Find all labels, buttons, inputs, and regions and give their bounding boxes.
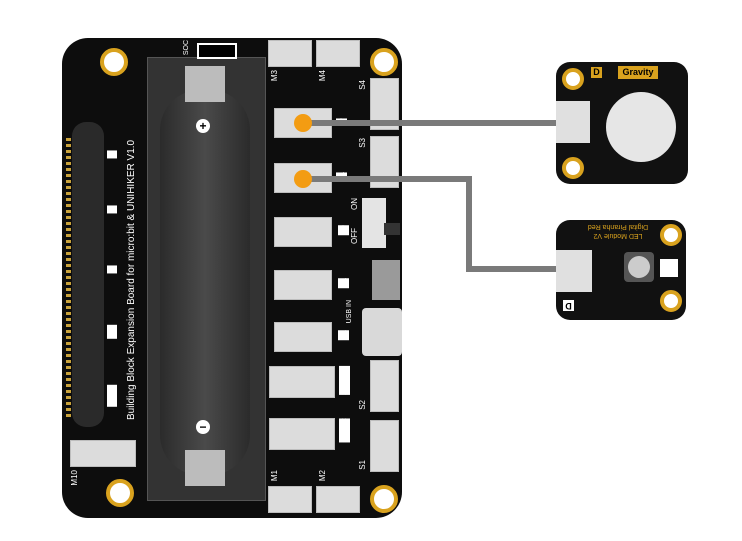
mounting-hole xyxy=(106,479,134,507)
led-title-line2: LED Module V2 xyxy=(593,232,643,239)
piranha-led xyxy=(628,256,650,278)
port-m4[interactable] xyxy=(316,40,360,67)
switch-off-label: OFF xyxy=(350,228,359,244)
battery-plus-icon: + xyxy=(196,119,210,133)
mounting-hole xyxy=(100,48,128,76)
port-s1-label: S1 xyxy=(358,460,367,470)
port-s1[interactable] xyxy=(370,420,399,472)
port-m2-label: M2 xyxy=(318,470,327,482)
button-connector[interactable] xyxy=(556,101,590,143)
edge-label-2: 2 xyxy=(107,265,117,274)
wire-port0-to-button xyxy=(305,120,560,126)
port-s2-label: S2 xyxy=(358,400,367,410)
port-m3[interactable] xyxy=(268,40,312,67)
port-m10[interactable] xyxy=(70,440,136,467)
button-brand-d: D xyxy=(591,67,602,78)
usb-c-port[interactable] xyxy=(362,308,402,356)
mounting-hole xyxy=(660,290,682,312)
wire-port1-segment-3 xyxy=(466,266,560,272)
edge-label-3v: 3V xyxy=(107,325,117,339)
micro-usb-port[interactable] xyxy=(372,260,400,300)
edge-label-0: 0 xyxy=(107,150,117,159)
mounting-hole xyxy=(660,224,682,246)
wire-port1-segment-1 xyxy=(305,176,471,182)
port-m2[interactable] xyxy=(316,486,360,513)
port-c1[interactable] xyxy=(274,270,332,300)
led-module-title: LED Module V2 Digital Piranha Red xyxy=(578,222,658,240)
edge-connector-slot xyxy=(72,122,104,427)
port-5v-i2c[interactable] xyxy=(269,418,335,450)
port-c2[interactable] xyxy=(274,322,332,352)
battery-minus-icon: − xyxy=(196,420,210,434)
edge-connector-pins xyxy=(66,138,71,418)
port-s4-label: S4 xyxy=(358,80,367,90)
power-switch-lever[interactable] xyxy=(384,223,400,235)
power-switch[interactable] xyxy=(362,198,386,248)
mounting-hole xyxy=(370,48,398,76)
port-m4-label: M4 xyxy=(318,70,327,82)
port-m1-label: M1 xyxy=(270,470,279,482)
port-s3-label: S3 xyxy=(358,138,367,148)
switch-on-label: ON xyxy=(350,198,359,210)
push-button[interactable] xyxy=(606,92,676,162)
led-brand-d: D xyxy=(563,300,574,311)
led-connector[interactable] xyxy=(556,250,592,292)
logo-mark xyxy=(660,259,678,277)
mounting-hole xyxy=(562,157,584,179)
port-c1-label: C1 xyxy=(338,278,349,289)
port-c0-label: C0 xyxy=(338,225,349,236)
wire-port1-segment-2 xyxy=(466,176,472,270)
port-3v3-i2c-label: 3V3 I2C xyxy=(339,366,350,395)
port-3v3-i2c[interactable] xyxy=(269,366,335,398)
board-title: Building Block Expansion Board for micro… xyxy=(126,139,137,421)
battery-cell xyxy=(160,90,250,475)
port-c0[interactable] xyxy=(274,217,332,247)
usb-in-label: USB IN xyxy=(346,300,353,324)
wire-endpoint-port1 xyxy=(294,170,312,188)
soc-label: SOC xyxy=(183,40,190,56)
port-s2[interactable] xyxy=(370,360,399,412)
soc-indicator xyxy=(197,43,237,59)
port-m1[interactable] xyxy=(268,486,312,513)
port-m3-label: M3 xyxy=(270,70,279,82)
wire-endpoint-port0 xyxy=(294,114,312,132)
led-title-line1: Digital Piranha Red xyxy=(587,223,649,230)
button-brand-gravity: Gravity xyxy=(618,66,658,79)
port-5v-i2c-label: 5V I2C xyxy=(339,418,350,443)
edge-label-gnd: GND xyxy=(107,385,117,407)
edge-label-1: 1 xyxy=(107,205,117,214)
battery-contact-top xyxy=(185,66,225,102)
port-m10-label: M10 xyxy=(70,470,79,486)
battery-contact-bottom xyxy=(185,450,225,486)
port-c2-label: C2 xyxy=(338,330,349,341)
mounting-hole xyxy=(370,485,398,513)
mounting-hole xyxy=(562,68,584,90)
